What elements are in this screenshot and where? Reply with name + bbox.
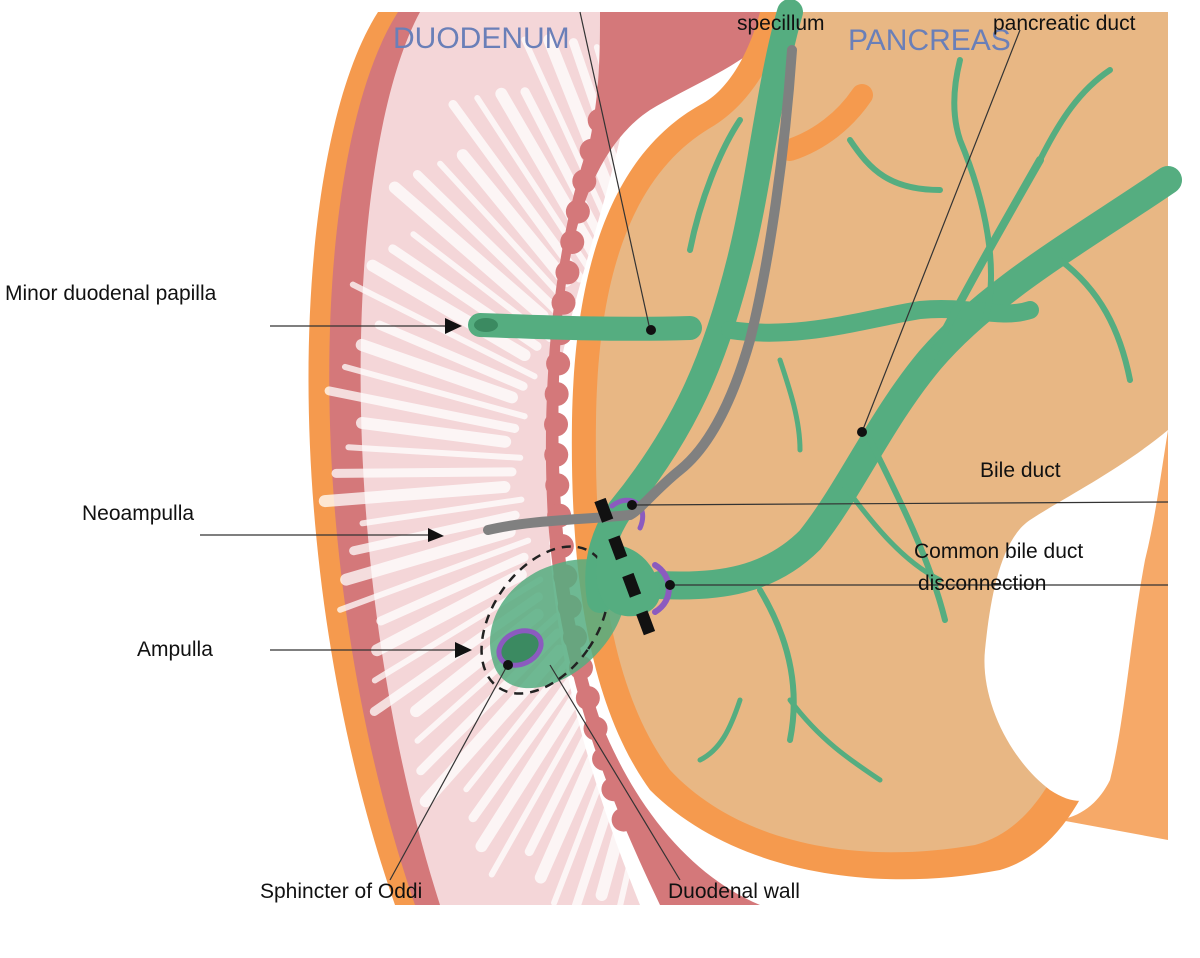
wall-scallop: [575, 686, 600, 710]
mucosal-fold: [495, 87, 600, 258]
arrowhead-neoampulla: [428, 528, 444, 542]
leader-duodenum: [579, 11, 651, 331]
label-duodenal-wall: Duodenal wall: [668, 880, 800, 903]
dot-duodenum: [646, 325, 656, 335]
serosa-stub: [779, 84, 873, 161]
duct-branch-8: [757, 587, 797, 743]
mucosal-fold: [318, 480, 511, 508]
label-neoampulla: Neoampulla: [82, 502, 194, 525]
wall-scallop: [596, 78, 621, 102]
wall-scallop: [546, 351, 571, 376]
label-sphincter-of-oddi: Sphincter of Oddi: [260, 880, 422, 903]
label-minor-duodenal-papilla: Minor duodenal papilla: [5, 282, 217, 305]
wall-scallop: [544, 442, 569, 467]
wall-scallop: [544, 382, 569, 406]
mucosal-fold: [456, 149, 572, 288]
pancreas-gap-edge: [1060, 430, 1168, 840]
pancreas-gap: [984, 430, 1168, 801]
arrowhead-ampulla: [455, 642, 472, 658]
leader-lines: [200, 11, 1169, 881]
leader-bile-duct: [629, 501, 1169, 506]
dot-sphincter: [503, 660, 513, 670]
mucosal-fold: [388, 181, 549, 322]
label-ampulla: Ampulla: [137, 638, 213, 661]
wall-scallop: [560, 230, 585, 254]
leader-duodenal-wall: [549, 664, 681, 881]
label-pancreatic-duct: pancreatic duct: [993, 12, 1136, 35]
wall-scallop: [601, 777, 626, 802]
dot-cbd-disconnection: [665, 580, 675, 590]
dot-pancreatic-duct: [857, 427, 867, 437]
label-bile-duct: Bile duct: [980, 459, 1061, 482]
specillum-probe: [483, 45, 797, 535]
markers: [428, 318, 867, 670]
mucosal-fold: [475, 675, 592, 853]
label-specillum: specillum: [737, 12, 825, 35]
sphincter-of-oddi-ring: [496, 628, 544, 668]
duct-branch-6: [867, 437, 948, 623]
mucosal-fold: [521, 36, 625, 256]
wall-scallop: [579, 138, 604, 163]
wall-scallop: [587, 108, 612, 133]
label-cbd-disconnection-2: disconnection: [918, 572, 1046, 595]
leader-sphincter: [389, 665, 508, 881]
mucosal-fold: [340, 525, 516, 586]
mucosal-fold: [324, 386, 520, 433]
duct-branch-9: [787, 697, 883, 783]
mucosal-fold: [355, 416, 512, 448]
mucosal-fold: [366, 259, 531, 362]
duct-branch-2: [1037, 67, 1113, 163]
label-cbd-disconnection-1: Common bile duct: [914, 540, 1083, 563]
wall-scallop: [583, 716, 608, 741]
wall-scallop: [611, 807, 636, 832]
region-pancreas: PANCREAS: [848, 24, 1011, 57]
mucosal-fold: [371, 568, 527, 657]
ampulla-boundary: [480, 545, 610, 695]
duct-branch-11: [697, 697, 743, 763]
wall-scallop: [551, 290, 576, 315]
disconnection-cut-line: [594, 497, 661, 651]
duct-branch-12: [687, 117, 743, 253]
region-duodenum: DUODENUM: [393, 22, 570, 55]
mucosal-fold: [437, 160, 573, 309]
accessory-duct-branch: [721, 299, 1039, 342]
ducts: [468, 0, 1182, 783]
wall-scallop: [555, 260, 580, 285]
mucosal-fold: [543, 34, 630, 235]
minor-papilla-opening: [474, 318, 498, 332]
mucosal-fold: [374, 320, 528, 391]
duct-branch-1: [926, 156, 1044, 364]
accessory-pancreatic-duct: [468, 313, 702, 341]
mucosal-fold: [337, 537, 532, 613]
mucosal-fold: [376, 552, 529, 626]
mucosal-fold: [355, 338, 518, 404]
wall-scallop: [572, 169, 597, 194]
mucosal-fold: [331, 467, 517, 478]
mucosal-fold: [520, 87, 612, 256]
duct-branch-10: [777, 357, 803, 453]
duct-branch-4: [847, 137, 943, 193]
wall-scallop: [549, 534, 574, 558]
common-bile-duct: [585, 0, 803, 613]
mucosal-folds: [318, 34, 668, 933]
main-pancreatic-duct: [646, 166, 1182, 600]
mucosal-fold: [448, 99, 585, 283]
arrowhead-minor-papilla: [445, 318, 462, 334]
leader-pancreatic-duct: [861, 29, 1021, 433]
mucosal-fold: [412, 169, 561, 315]
mucosal-fold: [345, 444, 524, 461]
wall-scallop: [565, 199, 590, 224]
duct-branch-5: [1057, 257, 1133, 383]
wall-scallop: [544, 412, 569, 437]
wall-scallop: [545, 473, 570, 498]
mucosal-fold: [349, 281, 538, 380]
duct-branch-3: [951, 57, 994, 323]
mucosal-fold: [359, 496, 525, 527]
duct-branch-7: [837, 477, 943, 583]
mucosal-fold: [341, 363, 528, 420]
dot-bile-duct: [627, 500, 637, 510]
mucosal-fold: [468, 659, 587, 823]
